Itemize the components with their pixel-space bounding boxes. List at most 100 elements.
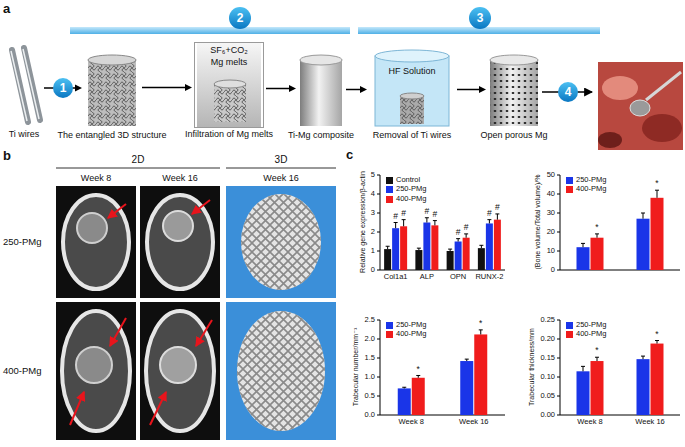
tick-label: 2.0: [365, 335, 375, 344]
stage-caption: Ti-Mg composite: [288, 130, 354, 140]
significance-mark: #: [393, 212, 398, 222]
tick-mark: [377, 270, 380, 271]
step-number-text: 1: [60, 82, 67, 94]
tick-mark: [377, 320, 380, 321]
y-axis: [380, 320, 381, 415]
legend-label: 400-PMg: [396, 195, 426, 204]
arrow-line: [142, 87, 185, 89]
significance-mark: *: [417, 365, 420, 375]
legend-label: 400-PMg: [576, 330, 606, 339]
error-bar: [480, 330, 481, 335]
bar: [431, 225, 438, 270]
ct-image: [140, 186, 220, 298]
legend-swatch: [566, 186, 573, 193]
stage-caption: Removal of Ti wires: [373, 130, 452, 140]
tick-label: 0: [371, 266, 375, 275]
error-cap: [425, 217, 429, 218]
arrow-head: [289, 85, 296, 92]
bar: [423, 223, 430, 271]
error-bar: [657, 190, 658, 198]
legend-label: 250-PMg: [396, 321, 426, 330]
tick-label: 20: [547, 228, 555, 237]
process-stage: The entangled 3D structure: [84, 52, 140, 128]
tick-label: 5: [371, 171, 375, 180]
tick-mark: [377, 358, 380, 359]
significance-mark: #: [456, 228, 461, 238]
error-bar: [583, 243, 584, 247]
ti-wires: [11, 48, 40, 122]
bar-chart: [377, 320, 505, 415]
category-label: ALP: [420, 273, 434, 282]
legend-swatch: [566, 177, 573, 184]
error-cap: [448, 249, 452, 250]
error-bar: [434, 221, 435, 226]
error-cap: [479, 245, 483, 246]
error-cap: [464, 233, 468, 234]
panel-letter: b: [3, 149, 11, 164]
significance-mark: *: [655, 179, 658, 189]
step-number: 1: [53, 78, 73, 98]
tick-mark: [377, 232, 380, 233]
bar: [478, 248, 485, 270]
step-number: 3: [469, 7, 491, 29]
category-label: Week 16: [635, 418, 664, 427]
error-bar: [583, 366, 584, 371]
bar: [412, 378, 425, 415]
tick-label: 0.10: [540, 373, 555, 382]
tick-mark: [557, 377, 560, 378]
axis-title: (Bone volume/Total volume)/%: [535, 175, 543, 270]
category-label: Col1a1: [384, 273, 408, 282]
box-text: Mg melts: [195, 57, 263, 67]
tick-mark: [377, 396, 380, 397]
error-bar: [597, 234, 598, 238]
tick-label: 3: [371, 209, 375, 218]
tick-mark: [377, 194, 380, 195]
tick-mark: [557, 232, 560, 233]
ct-image: [56, 302, 136, 440]
header-rule: [226, 168, 336, 169]
error-cap: [581, 243, 585, 244]
y-axis: [560, 320, 561, 415]
ti-mg-composite: [300, 55, 342, 126]
error-cap: [386, 246, 390, 247]
tick-label: 10: [547, 247, 555, 256]
bar: [637, 219, 650, 270]
legend-label: 400-PMg: [396, 330, 426, 339]
tick-label: 0.5: [365, 392, 375, 401]
y-axis: [560, 175, 561, 270]
error-cap: [417, 248, 421, 249]
arrow-head: [479, 86, 486, 93]
stage-caption: Ti wires: [9, 129, 40, 139]
arrow-line: [457, 89, 479, 91]
bar: [392, 228, 399, 270]
arrow-head: [185, 84, 192, 91]
tick-mark: [557, 320, 560, 321]
tick-mark: [557, 213, 560, 214]
bar: [637, 359, 650, 415]
significance-mark: *: [479, 319, 482, 329]
tick-mark: [557, 194, 560, 195]
error-bar: [597, 357, 598, 361]
step-number-text: 2: [237, 12, 244, 24]
box-text: SF₆+CO₂: [195, 45, 263, 55]
ct-image: [140, 302, 220, 440]
process-box: SF₆+CO₂Mg meltsInfiltration of Mg melts: [194, 42, 264, 128]
tick-mark: [557, 339, 560, 340]
bar: [384, 249, 391, 270]
arrow-line: [346, 89, 360, 91]
bar-chart: [557, 320, 680, 415]
tick-label: 40: [547, 190, 555, 199]
legend-label: 250-PMg: [576, 176, 606, 185]
bar: [486, 223, 493, 270]
column-header: Week 8: [81, 173, 111, 183]
ct-3d-render: [226, 186, 336, 298]
step-number-text: 4: [565, 86, 572, 98]
error-cap: [433, 220, 437, 221]
error-cap: [402, 219, 406, 220]
y-axis: [380, 175, 381, 270]
process-arrow: [142, 84, 192, 91]
axis-title: Relative gene expression/β-actin: [359, 172, 367, 274]
tick-label: 1.5: [365, 354, 375, 363]
